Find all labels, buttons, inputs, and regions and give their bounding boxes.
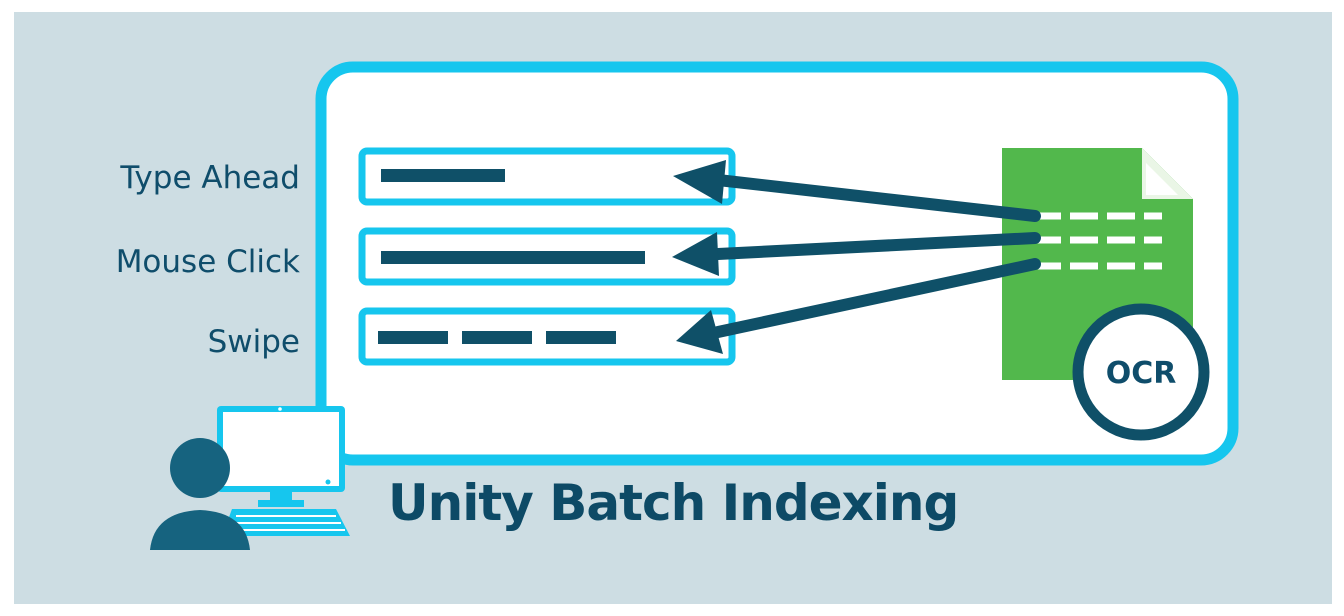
field-value-bar	[381, 169, 505, 182]
arrowhead	[672, 232, 719, 276]
monitor-stand	[258, 500, 304, 507]
monitor-screen	[223, 412, 339, 486]
field-label-mouse-click: Mouse Click	[115, 244, 300, 280]
extraction-arrows	[672, 160, 1041, 354]
ocr-badge	[1072, 303, 1210, 441]
ocr-document-icon: OCR	[1002, 148, 1210, 441]
arrow-to-type-ahead	[712, 174, 1041, 222]
field-value-bar	[381, 251, 645, 264]
arrowhead	[673, 160, 726, 204]
field-swipe	[358, 307, 736, 366]
diagram-title: Unity Batch Indexing	[388, 474, 959, 532]
field-value-segment	[546, 331, 616, 344]
keyboard-keys	[229, 515, 345, 531]
monitor-neck	[270, 492, 292, 500]
user-body	[150, 510, 250, 550]
field-value-segment	[462, 331, 532, 344]
ocr-badge-label: OCR	[1106, 356, 1177, 391]
field-label-type-ahead: Type Ahead	[120, 160, 300, 196]
arrowhead	[676, 310, 723, 354]
field-label-swipe: Swipe	[207, 324, 300, 360]
user-at-computer-icon	[150, 406, 350, 550]
field-value-segment	[378, 331, 448, 344]
field-type-ahead	[358, 147, 736, 206]
user-head	[170, 438, 230, 498]
arrow-to-swipe	[712, 258, 1041, 338]
arrow-to-mouse-click	[712, 232, 1041, 260]
